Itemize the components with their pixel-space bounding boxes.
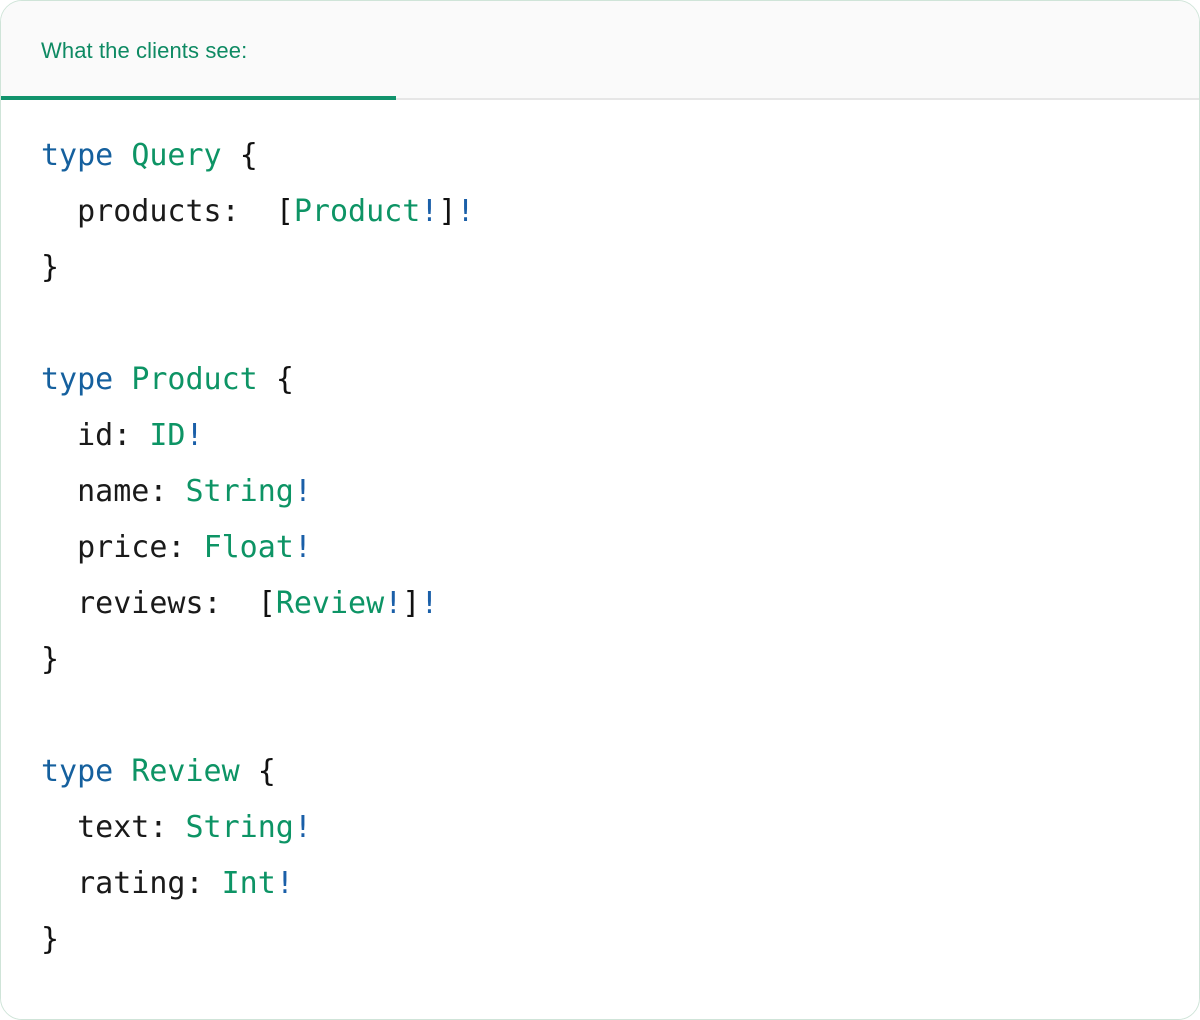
code-token-plain <box>222 138 240 173</box>
code-line-product-id: id: ID! <box>41 408 1159 464</box>
code-token-type: Int <box>221 866 276 901</box>
tab-bar: What the clients see: <box>1 1 1199 100</box>
code-token-type: Review <box>131 754 240 789</box>
code-line-query-open: type Query { <box>41 128 1159 184</box>
code-token-bang: ! <box>384 586 403 621</box>
code-token-bang: ! <box>293 810 312 845</box>
code-token-punct: { <box>257 754 276 789</box>
code-token-type: Query <box>131 138 222 173</box>
code-line-query-close: } <box>41 240 1159 296</box>
code-token-type: Float <box>203 530 294 565</box>
code-token-bang: ! <box>275 866 294 901</box>
code-line-query-products: products: [Product!]! <box>41 184 1159 240</box>
code-token-bang: ! <box>420 586 439 621</box>
tab-what-the-clients-see[interactable]: What the clients see: <box>1 1 396 100</box>
code-line-product-reviews: reviews: [Review!]! <box>41 576 1159 632</box>
code-token-type: String <box>185 474 294 509</box>
code-token-plain <box>113 138 131 173</box>
code-token-type: ID <box>149 418 186 453</box>
code-token-kw: type <box>41 754 114 789</box>
code-panel: type Query { products: [Product!]!} type… <box>1 100 1199 1019</box>
code-token-field: id: <box>41 418 150 453</box>
code-token-field: rating: <box>41 866 222 901</box>
code-token-punct: } <box>41 922 60 957</box>
code-token-punct: { <box>275 362 294 397</box>
code-line-review-open: type Review { <box>41 744 1159 800</box>
code-token-bang: ! <box>185 418 204 453</box>
code-token-field: name: <box>41 474 186 509</box>
code-token-bang: ! <box>420 194 439 229</box>
code-token-field: products: <box>41 194 276 229</box>
code-token-plain <box>240 754 258 789</box>
code-token-type: String <box>185 810 294 845</box>
code-token-bang: ! <box>293 474 312 509</box>
code-token-field: text: <box>41 810 186 845</box>
code-token-field: reviews: <box>41 586 258 621</box>
code-token-plain <box>258 362 276 397</box>
code-line-product-name: name: String! <box>41 464 1159 520</box>
code-line-product-close: } <box>41 632 1159 688</box>
code-token-punct: } <box>41 642 60 677</box>
code-token-kw: type <box>41 362 114 397</box>
code-token-plain <box>113 362 131 397</box>
code-line-review-text: text: String! <box>41 800 1159 856</box>
active-tab-indicator <box>1 96 396 100</box>
code-line-blank-1 <box>41 296 1159 352</box>
code-token-bang: ! <box>293 530 312 565</box>
tab-label: What the clients see: <box>41 37 248 63</box>
code-line-blank-2 <box>41 688 1159 744</box>
code-token-punct: { <box>239 138 258 173</box>
code-token-punct: [ <box>257 586 276 621</box>
code-token-punct: } <box>41 250 60 285</box>
code-token-plain <box>113 754 131 789</box>
code-line-review-rating: rating: Int! <box>41 856 1159 912</box>
graphql-schema-code[interactable]: type Query { products: [Product!]!} type… <box>1 128 1199 968</box>
code-token-type: Product <box>293 194 421 229</box>
code-line-review-close: } <box>41 912 1159 968</box>
code-token-field: price: <box>41 530 204 565</box>
code-token-punct: ] <box>438 194 457 229</box>
code-token-type: Product <box>131 362 258 397</box>
code-token-punct: ] <box>402 586 421 621</box>
code-token-bang: ! <box>456 194 475 229</box>
code-line-product-price: price: Float! <box>41 520 1159 576</box>
code-token-type: Review <box>275 586 385 621</box>
code-token-kw: type <box>41 138 114 173</box>
code-line-product-open: type Product { <box>41 352 1159 408</box>
code-token-punct: [ <box>275 194 294 229</box>
